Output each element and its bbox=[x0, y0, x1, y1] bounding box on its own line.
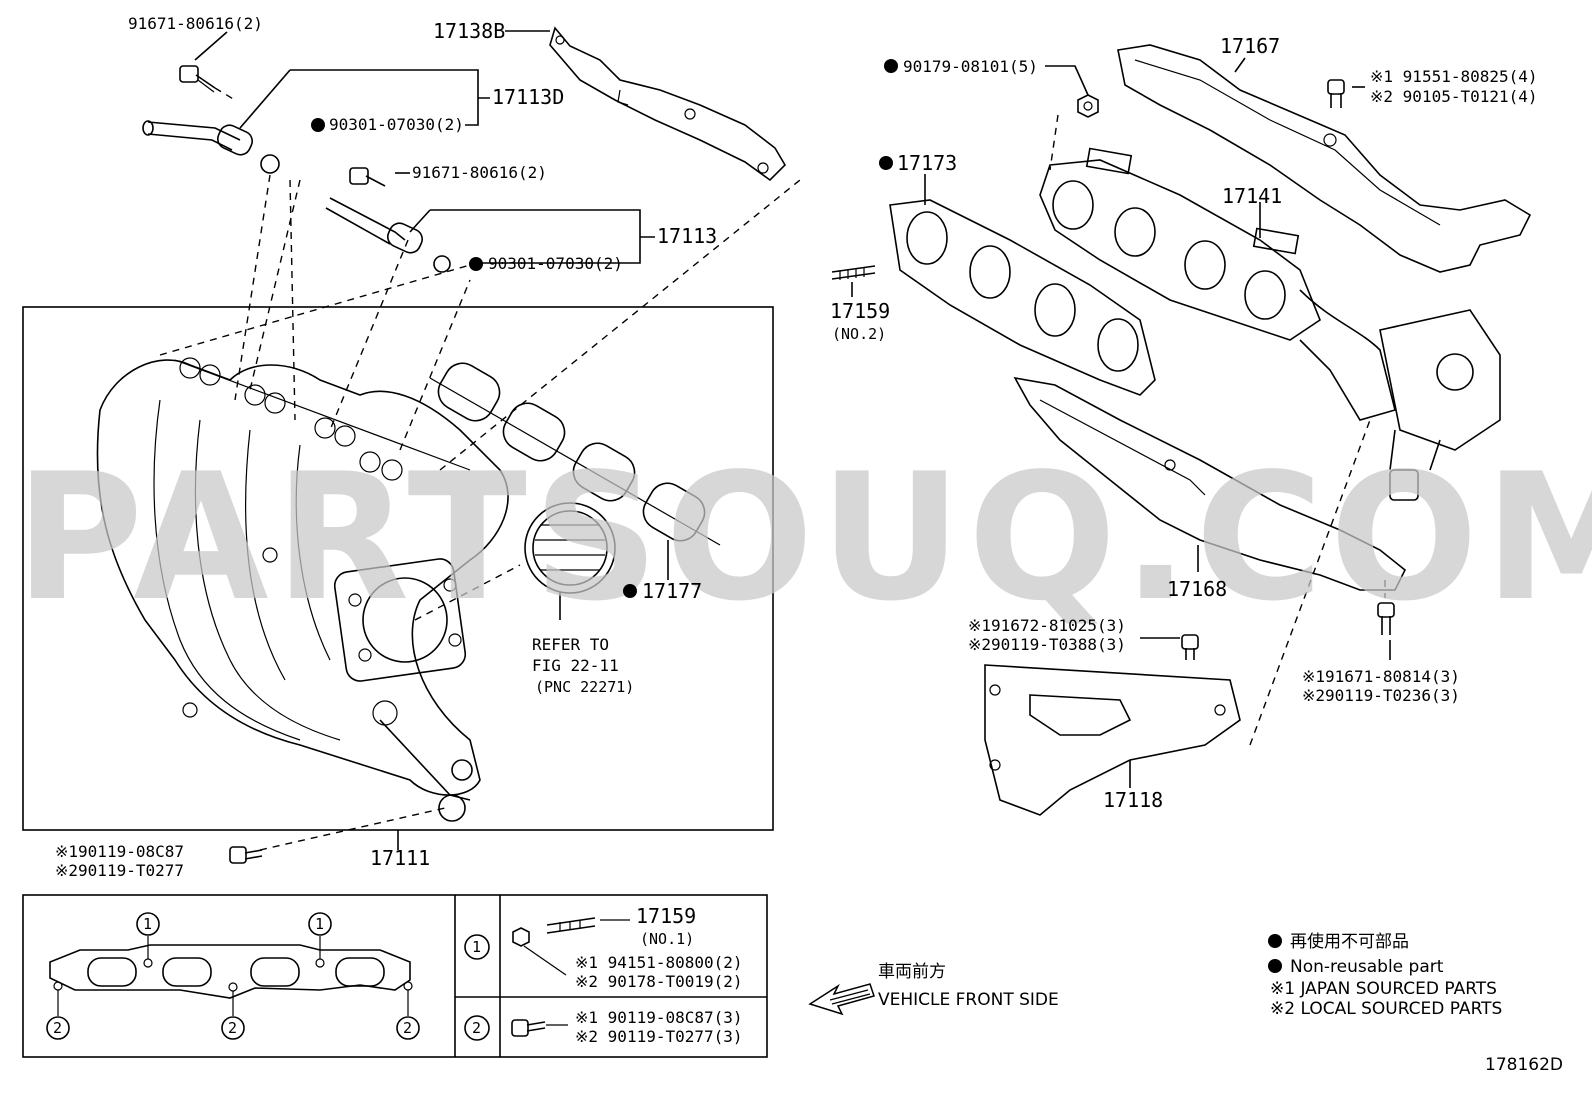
label-17141[interactable]: 17141 bbox=[1222, 184, 1282, 208]
label-17167[interactable]: 17167 bbox=[1220, 34, 1280, 58]
callout-2-b: 2 bbox=[228, 1019, 237, 1037]
nonreusable-dot-17177 bbox=[623, 584, 637, 598]
label-90301-a[interactable]: 90301-07030(2) bbox=[329, 115, 464, 134]
row1-line2[interactable]: ※2 90178-T0019(2) bbox=[575, 972, 743, 991]
legend-japan: ※1 JAPAN SOURCED PARTS bbox=[1270, 979, 1497, 999]
manifold-flange-holes bbox=[179, 357, 403, 481]
bolt-91672[interactable] bbox=[1181, 634, 1199, 660]
heat-insulator-17167[interactable] bbox=[1117, 44, 1532, 273]
exhaust-gasket-17173[interactable] bbox=[889, 199, 1156, 396]
label-90301-b[interactable]: 90301-07030(2) bbox=[488, 254, 623, 273]
heat-insulator-17168[interactable] bbox=[1013, 376, 1407, 591]
vehicle-front-indicator: 車両前方 VEHICLE FRONT SIDE bbox=[808, 962, 1059, 1016]
row2-callout: 2 bbox=[472, 1019, 481, 1037]
legend-dot-jp bbox=[1268, 934, 1282, 948]
callout-1-a: 1 bbox=[143, 915, 152, 933]
exhaust-leader-lines bbox=[851, 57, 1391, 788]
label-17113[interactable]: 17113 bbox=[657, 224, 717, 248]
row1-stud-nut-illustration[interactable] bbox=[512, 917, 630, 976]
nonreusable-dot-17173 bbox=[879, 156, 893, 170]
bolt-91671-top[interactable] bbox=[179, 65, 216, 93]
fuel-pipe-17113D[interactable] bbox=[142, 120, 280, 174]
label-17113D[interactable]: 17113D bbox=[492, 85, 564, 109]
detail-table: 1 1 2 2 2 1 17159 (NO.1) ※1 94151-80800(… bbox=[22, 894, 768, 1058]
label-bolt-left-2[interactable]: ※290119-T0277 bbox=[55, 861, 184, 880]
part-labels: 17138B 91671-80616(2) 17113D 90301-07030… bbox=[55, 14, 1538, 880]
refer-line-2: FIG 22-11 bbox=[532, 656, 619, 675]
label-17111[interactable]: 17111 bbox=[370, 846, 430, 870]
throttle-body-gasket[interactable] bbox=[524, 502, 616, 594]
row2-bolt-illustration[interactable] bbox=[511, 1019, 568, 1037]
manifold-stay-17138B[interactable] bbox=[549, 26, 787, 182]
label-90179[interactable]: 90179-08101(5) bbox=[903, 57, 1038, 76]
front-label-jp: 車両前方 bbox=[878, 962, 946, 982]
label-91672-1[interactable]: ※191672-81025(3) bbox=[968, 616, 1126, 635]
bolt-91671-right[interactable] bbox=[1377, 602, 1395, 635]
fuel-pipe-17113[interactable] bbox=[325, 197, 451, 273]
bolt-91671-mid[interactable] bbox=[349, 167, 386, 187]
callout-2-c: 2 bbox=[403, 1019, 412, 1037]
legend-local: ※2 LOCAL SOURCED PARTS bbox=[1270, 999, 1502, 1019]
label-17173[interactable]: 17173 bbox=[897, 151, 957, 175]
exhaust-manifold-group bbox=[831, 44, 1532, 816]
label-17159-no2[interactable]: 17159 bbox=[830, 299, 890, 323]
label-91671-r1[interactable]: ※191671-80814(3) bbox=[1302, 667, 1460, 686]
label-17138B[interactable]: 17138B bbox=[433, 19, 505, 43]
label-17118[interactable]: 17118 bbox=[1103, 788, 1163, 812]
stud-17159-no2[interactable] bbox=[831, 265, 876, 280]
front-label-en: VEHICLE FRONT SIDE bbox=[878, 990, 1059, 1010]
legend-nonreusable: Non-reusable part bbox=[1290, 957, 1444, 977]
nut-90179[interactable] bbox=[1077, 94, 1099, 118]
row1-note: (NO.1) bbox=[640, 930, 694, 948]
legend-dot-en bbox=[1268, 959, 1282, 973]
legend: 再使用不可部品 Non-reusable part ※1 JAPAN SOURC… bbox=[1268, 931, 1502, 1019]
gasket-callouts: 1 1 2 2 2 bbox=[46, 912, 420, 1040]
label-17177[interactable]: 17177 bbox=[642, 579, 702, 603]
nonreusable-dot-90301b bbox=[469, 257, 483, 271]
figure-id: 178162D bbox=[1485, 1055, 1563, 1075]
refer-line-3: (PNC 22271) bbox=[535, 678, 634, 696]
row2-line1[interactable]: ※1 90119-08C87(3) bbox=[575, 1008, 743, 1027]
front-arrow-icon bbox=[808, 983, 875, 1016]
gasket-detail-illustration bbox=[49, 936, 413, 1016]
detail-frame bbox=[22, 894, 768, 1058]
legend-jp-nonreusable: 再使用不可部品 bbox=[1290, 931, 1409, 952]
label-91671-mid[interactable]: 91671-80616(2) bbox=[412, 163, 547, 182]
label-91671-top[interactable]: 91671-80616(2) bbox=[128, 14, 263, 33]
intake-manifold-illustration[interactable] bbox=[96, 357, 509, 822]
label-bolt-left-1[interactable]: ※190119-08C87 bbox=[55, 842, 184, 861]
exhaust-manifold-17141[interactable] bbox=[1039, 147, 1501, 501]
row1-line1[interactable]: ※1 94151-80800(2) bbox=[575, 953, 743, 972]
label-91671-r2[interactable]: ※290119-T0236(3) bbox=[1302, 686, 1460, 705]
watermark: PARTSOUQ.COM bbox=[15, 437, 1592, 640]
label-91551-2[interactable]: ※2 90105-T0121(4) bbox=[1370, 87, 1538, 106]
intake-manifold-group bbox=[22, 26, 801, 864]
callout-2-a: 2 bbox=[53, 1019, 62, 1037]
row1-callout: 1 bbox=[472, 938, 481, 956]
row1-part[interactable]: 17159 bbox=[636, 904, 696, 928]
label-17168[interactable]: 17168 bbox=[1167, 577, 1227, 601]
label-91672-2[interactable]: ※290119-T0388(3) bbox=[968, 635, 1126, 654]
label-17159-no2-note: (NO.2) bbox=[832, 325, 886, 343]
intake-leader-lines bbox=[159, 30, 801, 851]
nonreusable-dot-90301a bbox=[311, 118, 325, 132]
bolt-left-bottom[interactable] bbox=[229, 846, 263, 864]
nonreusable-dot-90179 bbox=[884, 59, 898, 73]
bolt-91551[interactable] bbox=[1327, 79, 1345, 108]
intake-gasket-17177[interactable] bbox=[429, 357, 721, 548]
manifold-stay-17118[interactable] bbox=[984, 664, 1241, 816]
label-91551-1[interactable]: ※1 91551-80825(4) bbox=[1370, 67, 1538, 86]
row2-line2[interactable]: ※2 90119-T0277(3) bbox=[575, 1027, 743, 1046]
callout-1-b: 1 bbox=[315, 915, 324, 933]
refer-line-1: REFER TO bbox=[532, 635, 609, 654]
